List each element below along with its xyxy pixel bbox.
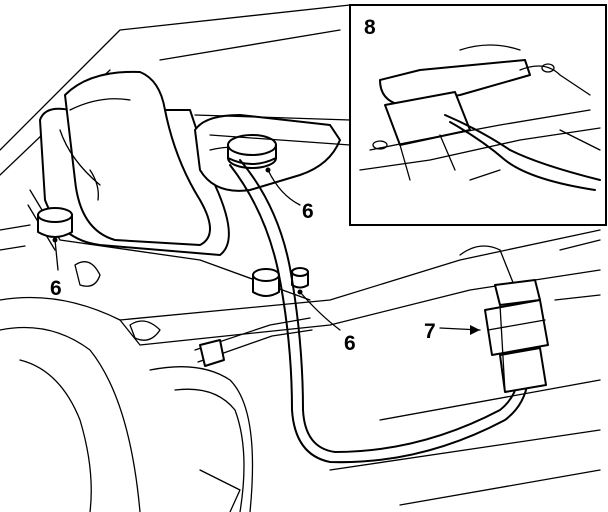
bolt-left <box>37 207 73 238</box>
wiring-connector <box>484 279 549 393</box>
callout-bolt-top-right: 6 <box>302 200 314 223</box>
callout-bolt-center: 6 <box>344 332 356 355</box>
brake-pipe <box>194 317 313 367</box>
sensor-bracket-cover <box>27 70 311 301</box>
bolt-top <box>227 134 277 169</box>
leader-lines <box>52 167 481 335</box>
inset-detail <box>194 4 607 226</box>
chassis-outline <box>0 4 601 512</box>
callout-bolt-left: 6 <box>50 277 62 300</box>
callout-connector: 7 <box>424 320 436 343</box>
bolt-center <box>252 267 309 297</box>
callout-inset-number: 8 <box>364 16 376 39</box>
sensor-cable <box>229 159 529 464</box>
